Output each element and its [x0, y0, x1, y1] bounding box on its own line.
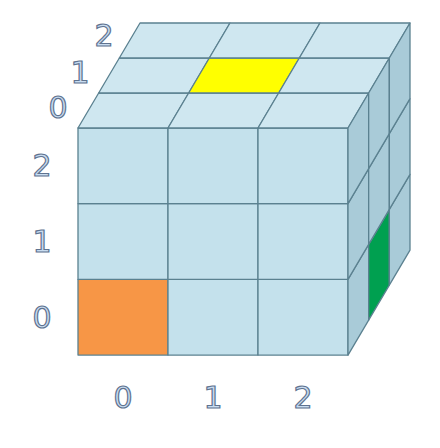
column-axis-label: 1	[203, 383, 222, 413]
front-face-cell	[258, 204, 348, 280]
front-face-cell	[168, 204, 258, 280]
front-face-cell	[78, 279, 168, 355]
front-face-cell	[258, 279, 348, 355]
depth-axis-label: 2	[94, 21, 113, 51]
column-axis-label: 0	[113, 383, 132, 413]
front-face-cell	[78, 128, 168, 204]
depth-axis-label: 1	[70, 58, 89, 88]
front-face-cell	[258, 128, 348, 204]
right-face-cell	[369, 58, 390, 169]
front-face-cell	[168, 128, 258, 204]
depth-axis-label: 0	[48, 93, 67, 123]
row-axis-label: 1	[32, 227, 51, 257]
row-axis-label: 0	[32, 303, 51, 333]
right-face-cell	[348, 93, 369, 204]
row-axis-label: 2	[32, 151, 51, 181]
front-face-cell	[168, 279, 258, 355]
front-face-cell	[78, 204, 168, 280]
right-face-cell	[389, 23, 410, 134]
column-axis-label: 2	[293, 383, 312, 413]
